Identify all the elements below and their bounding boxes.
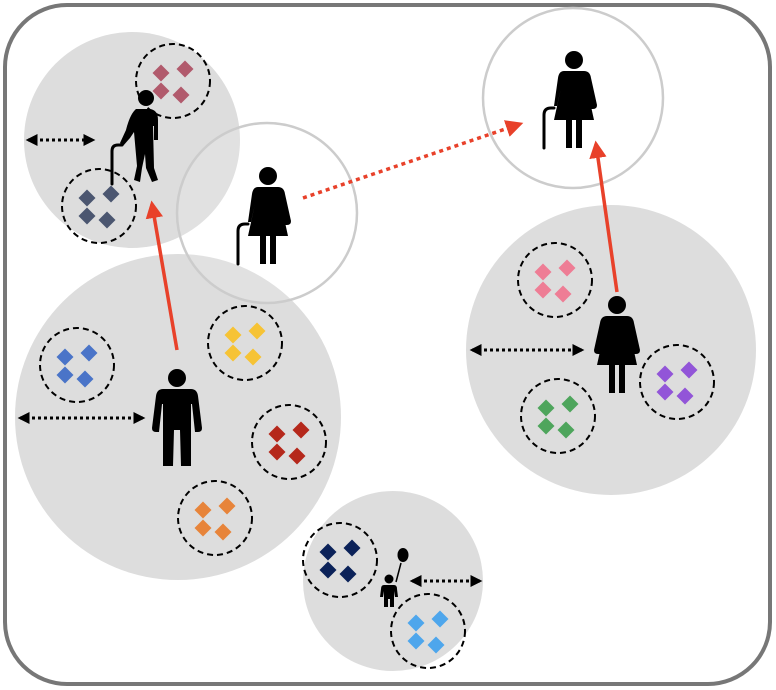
diamond-marker: [537, 399, 555, 417]
cluster-ring: [39, 327, 115, 403]
cluster-adult-man-blue: [39, 327, 115, 403]
balloon-string: [395, 562, 402, 583]
diamond-marker: [561, 395, 579, 413]
diamond-marker: [292, 421, 310, 439]
cluster-ring: [390, 593, 466, 669]
cluster-ring: [177, 480, 253, 556]
cluster-ring: [302, 522, 378, 598]
diamond-marker: [407, 614, 425, 632]
cluster-layer: [39, 43, 715, 669]
diamond-marker: [152, 64, 170, 82]
cluster-old-man-top: [135, 43, 211, 119]
diamond-marker: [244, 348, 262, 366]
diamond-marker: [557, 421, 575, 439]
cluster-adult-woman-purple: [639, 344, 715, 420]
cluster-adult-woman-pink: [517, 242, 593, 318]
diamond-marker: [554, 285, 572, 303]
cluster-ring: [251, 404, 327, 480]
cluster-adult-man-orange: [177, 480, 253, 556]
diamond-marker: [656, 365, 674, 383]
cluster-old-man-bottom: [61, 168, 137, 244]
cluster-ring: [135, 43, 211, 119]
diamond-marker: [676, 387, 694, 405]
bubble-old-man: [24, 32, 240, 248]
diamond-marker: [152, 82, 170, 100]
aging-arrow-woman: [589, 140, 619, 293]
diamond-marker: [537, 417, 555, 435]
cluster-ring: [207, 305, 283, 381]
diamond-marker: [172, 86, 190, 104]
diamond-marker: [224, 344, 242, 362]
cluster-adult-man-red: [251, 404, 327, 480]
diamond-marker: [407, 632, 425, 650]
diamond-marker: [339, 565, 357, 583]
diamond-marker: [656, 383, 674, 401]
cluster-ring: [639, 344, 715, 420]
diamond-marker: [431, 610, 449, 628]
diamond-marker: [76, 370, 94, 388]
cluster-ring: [61, 168, 137, 244]
diamond-marker: [194, 519, 212, 537]
diamond-marker: [558, 259, 576, 277]
diamond-marker: [343, 539, 361, 557]
diamond-marker: [98, 211, 116, 229]
diamond-marker: [224, 326, 242, 344]
diamond-marker: [268, 443, 286, 461]
balloon-icon: [397, 548, 409, 562]
diamond-marker: [56, 348, 74, 366]
diamond-marker: [102, 185, 120, 203]
transfer-arrow: [302, 120, 524, 200]
diamond-marker: [56, 366, 74, 384]
aging-arrow-man: [145, 200, 179, 351]
cluster-ring: [520, 378, 596, 454]
diamond-marker: [248, 322, 266, 340]
diamond-marker: [78, 207, 96, 225]
diamond-marker: [194, 501, 212, 519]
diamond-marker: [268, 425, 286, 443]
diamond-marker: [218, 497, 236, 515]
diamond-marker: [80, 344, 98, 362]
diamond-marker: [534, 263, 552, 281]
diamond-marker: [427, 636, 445, 654]
cluster-child-lightblue: [390, 593, 466, 669]
diamond-marker: [176, 60, 194, 78]
diamond-marker: [534, 281, 552, 299]
diamond-marker: [288, 447, 306, 465]
diamond-marker: [78, 189, 96, 207]
cluster-ring: [517, 242, 593, 318]
diamond-marker: [214, 523, 232, 541]
cluster-child-navy: [302, 522, 378, 598]
cluster-adult-woman-green: [520, 378, 596, 454]
diamond-marker: [319, 561, 337, 579]
cluster-adult-man-yellow: [207, 305, 283, 381]
diamond-marker: [680, 361, 698, 379]
diamond-marker: [319, 543, 337, 561]
